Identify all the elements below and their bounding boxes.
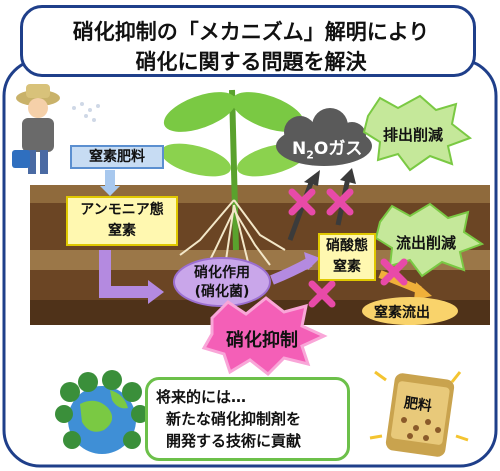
gas-arrowhead-2 (340, 168, 356, 184)
ammonium-box: アンモニア態 窒素 (66, 196, 178, 246)
cross-icon (380, 258, 408, 286)
fertilizer-arrowhead (100, 186, 120, 196)
nitrification-label: 硝化作用 (硝化菌) (180, 264, 264, 302)
n2o-cloud (276, 108, 372, 166)
inhibition-label: 硝化抑制 (226, 330, 298, 351)
ammonium-arrowhead (148, 280, 164, 304)
ammonium-line-1: アンモニア態 (80, 202, 164, 218)
runoff-arrowhead (414, 282, 432, 300)
runoff-glow (362, 297, 458, 325)
n2o-prefix: N (292, 139, 307, 159)
ammonium-line-2: 窒素 (108, 223, 136, 239)
tree-icons (55, 370, 149, 449)
future-box: 将来的には… 新たな硝化抑制剤を 開発する技術に貢献 (145, 377, 350, 461)
runoff-reduction-label: 流出削減 (396, 234, 457, 252)
cross-icon (326, 188, 354, 216)
fertilizer-grains (72, 102, 100, 122)
plant-stem (229, 89, 239, 251)
nitrification-arrowhead (304, 252, 320, 270)
future-line-2: 新たな硝化抑制剤を (166, 410, 302, 428)
gas-arrowhead-1 (304, 170, 320, 186)
leaf-icon (161, 143, 231, 177)
title-line-2: 硝化に関する問題を解決 (135, 50, 367, 74)
cross-icon (308, 280, 336, 308)
farmer-icon (12, 84, 60, 174)
n2o-gas-label: N2Oガス (292, 134, 362, 161)
sparkle-icon (369, 370, 469, 442)
earth-icon (68, 386, 136, 454)
nitrogen-runoff-label: 窒素流出 (374, 305, 430, 321)
nitrate-line-2: 窒素 (333, 259, 361, 275)
runoff-burst (374, 202, 485, 278)
roots (179, 199, 286, 271)
leaf-icon (231, 92, 305, 132)
fertilizer-label: 窒素肥料 (70, 145, 164, 169)
gas-arrow-1 (287, 179, 315, 241)
cross-icon (288, 188, 316, 216)
nitrification-line-1: 硝化作用 (194, 265, 250, 281)
inhibition-burst (201, 296, 328, 376)
emission-reduction-label: 排出削減 (383, 126, 444, 144)
emission-burst (362, 94, 473, 172)
title-box: 硝化抑制の「メカニズム」解明により 硝化に関する問題を解決 (20, 5, 476, 77)
title-line-1: 硝化抑制の「メカニズム」解明により (72, 20, 430, 44)
fertilizer-bag-icon (385, 373, 455, 457)
future-line-3: 開発する技術に貢献 (166, 432, 302, 450)
nitrate-box: 硝酸態 窒素 (318, 233, 376, 281)
nitrification-line-2: (硝化菌) (194, 284, 250, 300)
ammonium-arrow (99, 250, 150, 298)
n2o-subscript: 2 (306, 148, 314, 162)
leaf-icon (163, 92, 237, 132)
bag-label: 肥料 (402, 395, 433, 415)
n2o-suffix: Oガス (313, 139, 363, 159)
nitrate-line-1: 硝酸態 (326, 238, 368, 254)
future-line-1: 将来的には… (156, 388, 247, 406)
